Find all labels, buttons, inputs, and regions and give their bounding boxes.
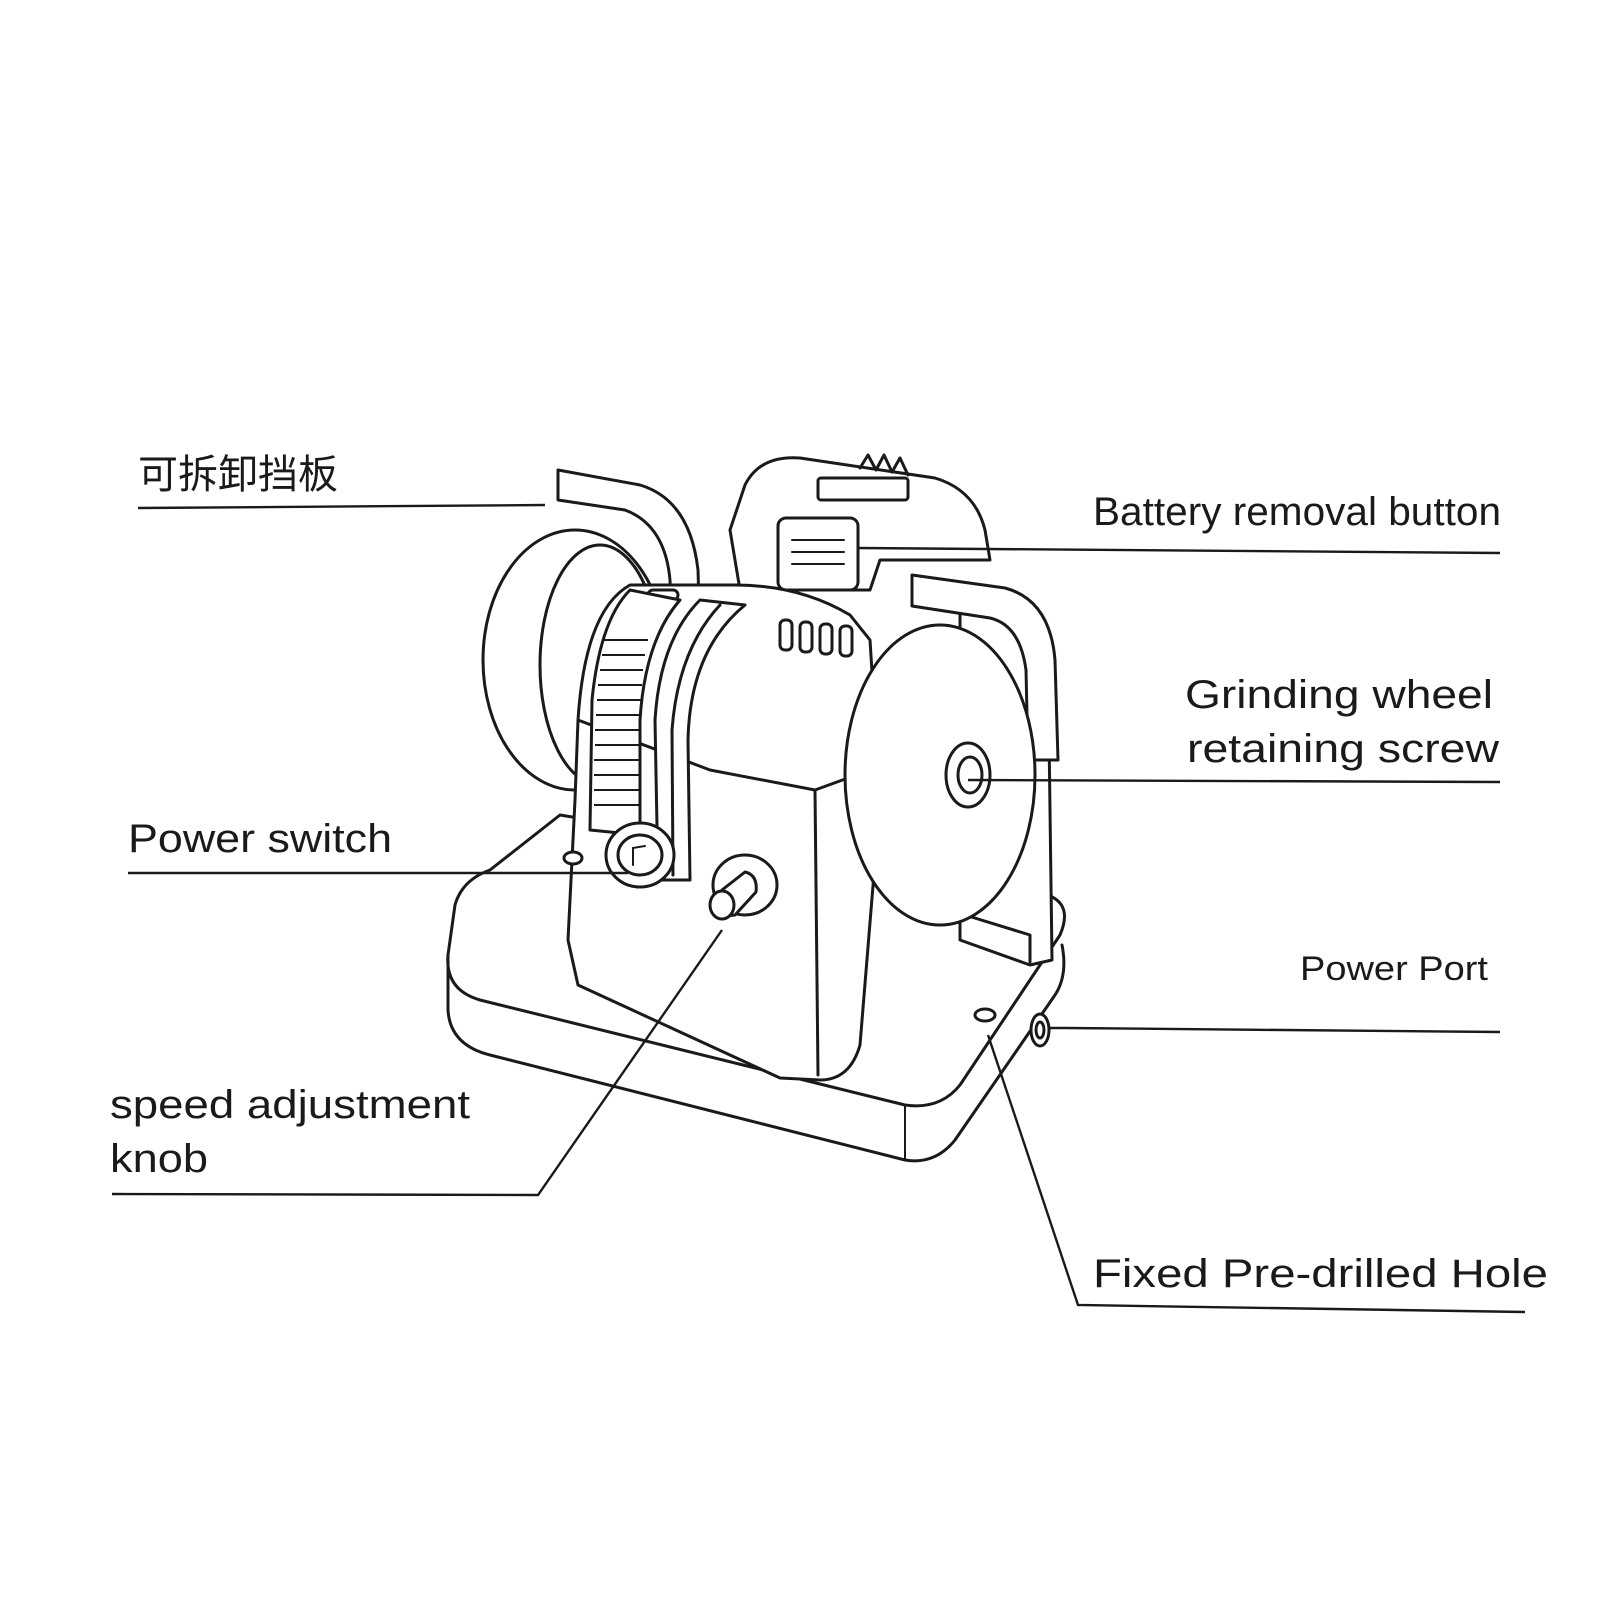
housing-vert-seam — [813, 788, 820, 1077]
right-wheel — [843, 623, 1037, 927]
bench-grinder-icon — [446, 453, 1066, 1163]
label-fixed-hole: Fixed Pre-drilled Hole — [1093, 1252, 1548, 1296]
mount-hole-right — [973, 1007, 997, 1023]
grip-band — [588, 588, 682, 837]
label-speed-knob-line1: speed adjustment — [110, 1083, 470, 1127]
battery-grip-ridges — [858, 453, 910, 477]
housing-body — [566, 583, 882, 1082]
leader-lines — [111, 503, 1526, 1314]
power-port-icon — [1029, 1012, 1051, 1048]
label-grinding-wheel-line2: retaining screw — [1187, 727, 1499, 771]
right-guard — [910, 573, 1060, 762]
mount-hole-left — [562, 850, 584, 866]
label-power-port: Power Port — [1300, 950, 1489, 988]
base-front — [446, 943, 1066, 1163]
battery-label-plate — [816, 476, 910, 502]
battery-button — [776, 516, 860, 592]
speed-knob-icon — [708, 853, 779, 921]
label-speed-knob-line2: knob — [110, 1137, 208, 1181]
housing-seam — [576, 718, 872, 792]
label-grinding-wheel-line1: Grinding wheel — [1185, 673, 1493, 717]
retaining-screw-icon — [944, 741, 992, 809]
accent-stripe — [653, 598, 747, 882]
power-switch-icon — [604, 821, 676, 889]
vent-slots — [646, 588, 854, 658]
label-detachable-guard: 可拆卸挡板 — [138, 453, 338, 497]
label-power-switch: Power switch — [128, 817, 392, 861]
label-battery-removal-button: Battery removal button — [1093, 490, 1501, 534]
grip-hatch — [594, 639, 648, 806]
